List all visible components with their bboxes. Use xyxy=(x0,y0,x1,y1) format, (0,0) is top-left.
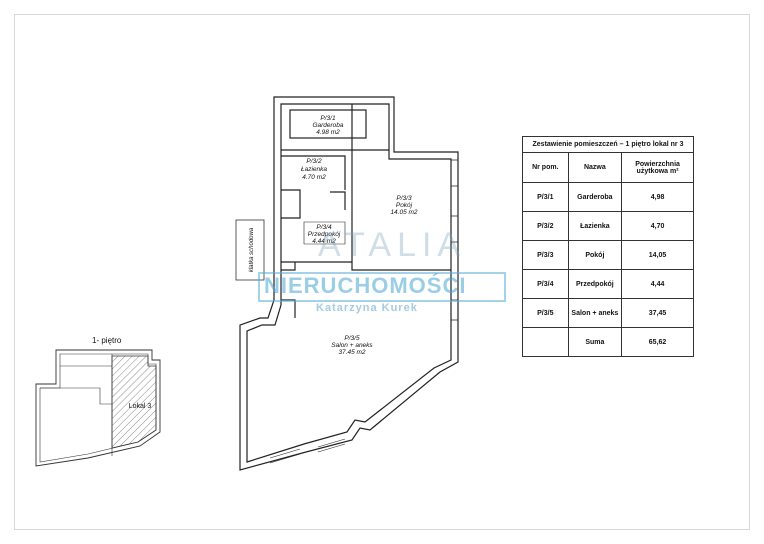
stairwell-label: klatka schodowa xyxy=(249,227,255,272)
cell-room-no: P/3/1 xyxy=(522,182,569,212)
room-3-name: Pokój xyxy=(396,202,413,209)
cell-room-no: P/3/4 xyxy=(522,269,569,299)
cell-name: Łazienka xyxy=(567,211,623,241)
cell-room-no: P/3/3 xyxy=(522,240,569,270)
window xyxy=(451,159,458,321)
room-5-name: Salon + aneks xyxy=(331,342,373,349)
window xyxy=(269,443,346,464)
interior-wall xyxy=(303,221,346,245)
table-sum-row: Suma 65,62 xyxy=(522,327,694,357)
table-row: P/3/2 Łazienka 4,70 xyxy=(522,211,694,241)
room-4-name: Przedpokój xyxy=(308,231,341,238)
outer-wall xyxy=(239,96,459,471)
unit-label: Lokal 3 xyxy=(129,403,152,410)
room-5-id: P/3/5 xyxy=(344,335,360,342)
cell-area: 4,44 xyxy=(621,269,694,299)
sheet-border xyxy=(14,14,750,530)
room-1-id: P/3/1 xyxy=(320,115,336,122)
table-row: P/3/5 Salon + aneks 37,45 xyxy=(522,298,694,328)
header-area: Powierzchnia użytkowa m² xyxy=(621,152,694,183)
sum-value: 65,62 xyxy=(621,327,694,357)
key-plan-outline xyxy=(35,349,161,467)
cell-name: Garderoba xyxy=(567,182,623,212)
room-2-name: Łazienka xyxy=(301,166,327,173)
cell-area: 4,98 xyxy=(621,182,694,212)
cell-room-no: P/3/2 xyxy=(522,211,569,241)
cell-area: 14,05 xyxy=(621,240,694,270)
room-2-id: P/3/2 xyxy=(306,158,322,165)
header-room-no: Nr pom. xyxy=(522,152,569,183)
key-plan-wall xyxy=(40,354,113,456)
room-4-area: 4.44 m2 xyxy=(312,238,336,245)
table-row: P/3/1 Garderoba 4,98 xyxy=(522,182,694,212)
cell-area: 37,45 xyxy=(621,298,694,328)
cell-empty xyxy=(522,327,569,357)
interior-wall xyxy=(281,262,296,271)
outer-wall-inner xyxy=(246,103,452,463)
table-title: Zestawienie pomieszczeń – 1 piętro lokal… xyxy=(522,136,694,152)
stairwell-box xyxy=(235,219,265,281)
window xyxy=(269,371,441,459)
room-schedule-table: Zestawienie pomieszczeń – 1 piętro lokal… xyxy=(522,136,694,357)
table-row: P/3/4 Przedpokój 4,44 xyxy=(522,269,694,299)
cell-room-no: P/3/5 xyxy=(522,298,569,328)
room-2-area: 4.70 m2 xyxy=(302,174,326,181)
sum-label: Suma xyxy=(567,327,623,357)
cell-area: 4,70 xyxy=(621,211,694,241)
room-1-area: 4.98 m2 xyxy=(316,129,340,136)
room-5-area: 37.45 m2 xyxy=(338,349,365,356)
room-outline xyxy=(289,109,367,139)
floor-label: 1- piętro xyxy=(92,336,122,345)
table-row: P/3/3 Pokój 14,05 xyxy=(522,240,694,270)
unit-hatch xyxy=(111,355,157,449)
room-4-id: P/3/4 xyxy=(316,224,332,231)
room-3-id: P/3/3 xyxy=(396,195,412,202)
cell-name: Przedpokój xyxy=(567,269,623,299)
interior-wall xyxy=(281,155,346,190)
cell-name: Salon + aneks xyxy=(567,298,623,328)
header-name: Nazwa xyxy=(567,152,623,183)
cell-name: Pokój xyxy=(567,240,623,270)
interior-wall xyxy=(281,261,451,271)
interior-wall xyxy=(330,191,346,210)
room-1-name: Garderoba xyxy=(312,122,343,129)
interior-wall xyxy=(281,189,301,219)
table-header-row: Nr pom. Nazwa Powierzchnia użytkowa m² xyxy=(522,152,694,183)
room-3-area: 14.05 m2 xyxy=(390,209,417,216)
